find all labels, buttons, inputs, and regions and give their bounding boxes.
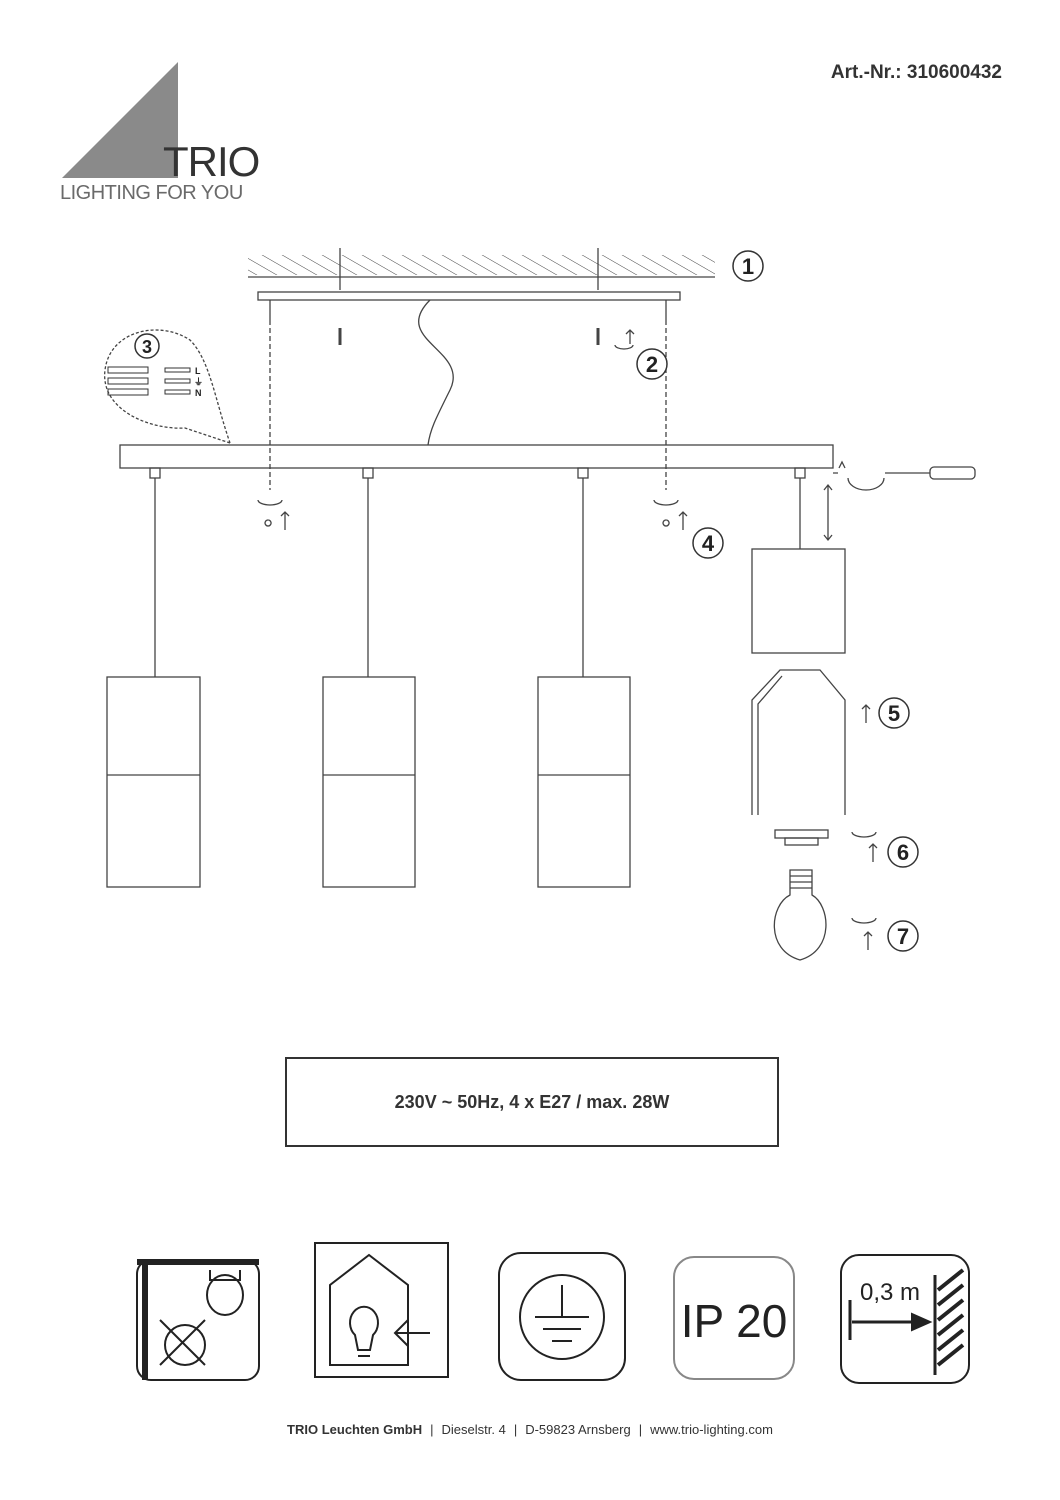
electrical-spec: 230V ~ 50Hz, 4 x E27 / max. 28W [394, 1091, 670, 1112]
svg-text:3: 3 [142, 337, 152, 357]
ip-rating-label: IP 20 [681, 1295, 788, 1347]
svg-text:2: 2 [646, 352, 658, 377]
pendant-1 [106, 467, 201, 888]
logo-name: TRIO [163, 138, 260, 185]
article-number: Art.-Nr.: 310600432 [830, 62, 1002, 83]
step-4: 4 [692, 527, 724, 559]
svg-text:⏚: ⏚ [194, 377, 203, 387]
logo-tagline: LIGHTING FOR YOU [60, 182, 243, 204]
pendant-3 [537, 467, 631, 888]
protective-earth-icon [498, 1252, 626, 1381]
pendant-2 [322, 467, 416, 888]
minimum-distance-icon [840, 1254, 970, 1384]
svg-text:N: N [195, 388, 202, 398]
svg-text:4: 4 [702, 531, 715, 556]
city: D-59823 Arnsberg [525, 1422, 631, 1437]
ip-rating-icon [673, 1256, 795, 1380]
footer: TRIO Leuchten GmbH|Dieselstr. 4|D-59823 … [287, 1422, 773, 1437]
website-link[interactable]: www.trio-lighting.com [650, 1422, 773, 1437]
svg-text:7: 7 [897, 924, 909, 949]
step-5: 5 [878, 697, 910, 729]
screwdriver-icon [833, 460, 976, 491]
pendant-4-exploded [751, 467, 846, 961]
wiring-detail [104, 329, 231, 444]
svg-text:6: 6 [897, 840, 909, 865]
svg-text:1: 1 [742, 254, 754, 279]
ceiling [248, 255, 715, 278]
svg-text:L: L [195, 366, 201, 376]
glass-shade [751, 669, 846, 815]
ceiling-bar [119, 444, 834, 469]
light-bulb [773, 869, 827, 961]
step-6: 6 [887, 836, 919, 868]
step-3: 3 [134, 333, 160, 359]
electrical-spec-box: 230V ~ 50Hz, 4 x E27 / max. 28W [285, 1057, 779, 1147]
distance-label: 0,3 m [860, 1279, 920, 1306]
svg-text:5: 5 [888, 701, 900, 726]
indoor-use-only-icon [314, 1242, 449, 1378]
step-2: 2 [636, 348, 668, 380]
street: Dieselstr. 4 [441, 1422, 506, 1437]
socket-ring [774, 829, 829, 839]
step-7: 7 [887, 920, 919, 952]
power-cable [418, 299, 454, 446]
not-for-recessed-mounting-icon [136, 1259, 260, 1381]
canopy-plate [257, 291, 681, 301]
step-1: 1 [732, 250, 764, 282]
company-name: TRIO Leuchten GmbH [287, 1422, 423, 1437]
logo-triangle [62, 62, 178, 178]
